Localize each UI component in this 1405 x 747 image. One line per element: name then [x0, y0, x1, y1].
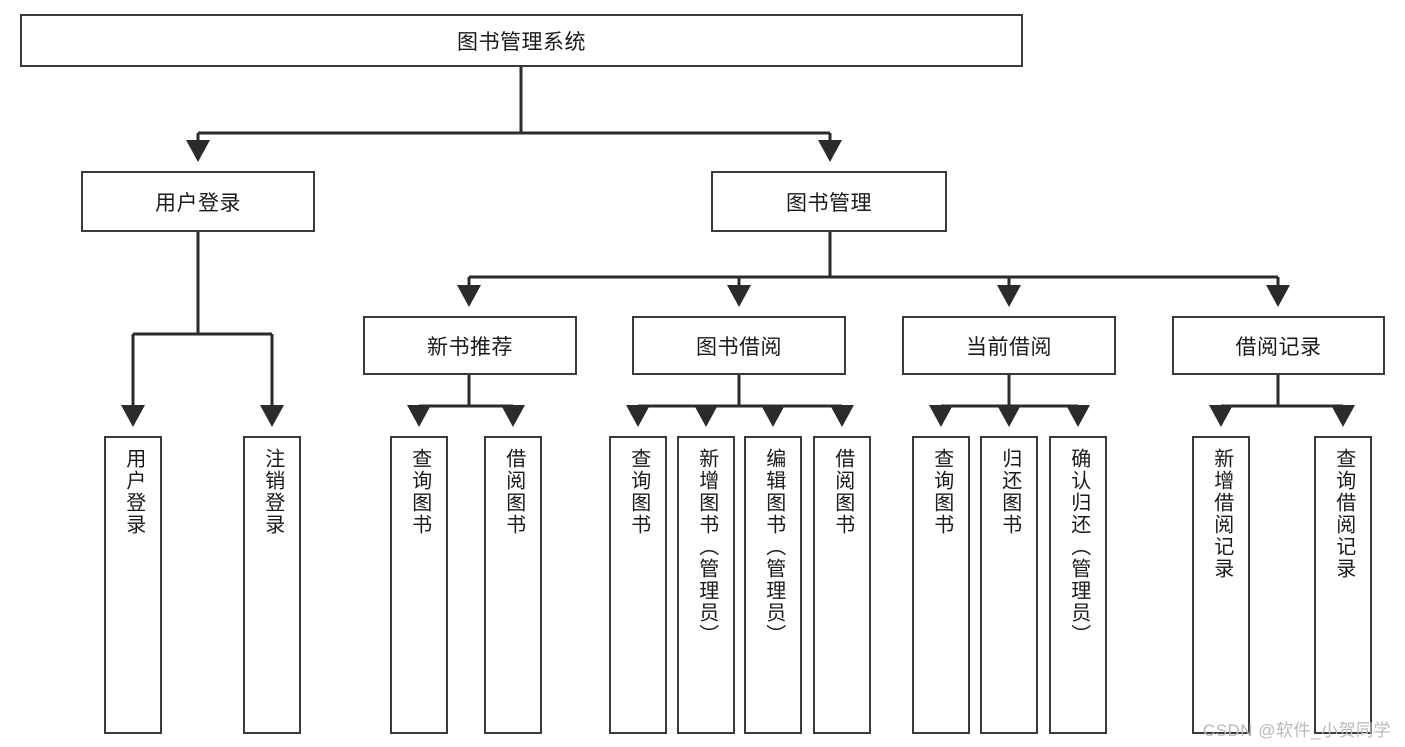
- node-label: 用户登录: [122, 448, 145, 536]
- watermark-text: CSDN @软件_小贺同学: [1202, 721, 1391, 740]
- node-label: 借阅图书: [502, 448, 525, 536]
- node-label: 新增图书（管理员）: [695, 448, 718, 646]
- node-borrow-record[interactable]: 借阅记录: [1172, 316, 1385, 375]
- node-label: 新书推荐: [427, 335, 513, 359]
- node-label: 查询借阅记录: [1332, 448, 1355, 580]
- node-label: 借阅图书: [831, 448, 854, 536]
- node-label: 查询图书: [627, 448, 650, 536]
- node-user-login[interactable]: 用户登录: [81, 171, 315, 232]
- node-label: 查询图书: [930, 448, 953, 536]
- node-label: 图书借阅: [696, 335, 782, 359]
- node-label: 图书管理: [786, 191, 872, 215]
- node-label: 确认归还（管理员）: [1067, 448, 1090, 646]
- leaf-new-book-query[interactable]: 查询图书: [390, 436, 448, 734]
- leaf-current-borrow-query[interactable]: 查询图书: [912, 436, 970, 734]
- leaf-current-borrow-confirm-return[interactable]: 确认归还（管理员）: [1049, 436, 1107, 734]
- node-label: 新增借阅记录: [1210, 448, 1233, 580]
- node-label: 当前借阅: [966, 335, 1052, 359]
- node-book-borrow[interactable]: 图书借阅: [632, 316, 846, 375]
- node-label: 注销登录: [261, 448, 284, 536]
- node-current-borrow[interactable]: 当前借阅: [902, 316, 1116, 375]
- leaf-book-borrow-edit[interactable]: 编辑图书（管理员）: [744, 436, 802, 734]
- node-book-management[interactable]: 图书管理: [711, 171, 947, 232]
- leaf-borrow-record-query[interactable]: 查询借阅记录: [1314, 436, 1372, 734]
- node-root-system[interactable]: 图书管理系统: [20, 14, 1023, 67]
- leaf-new-book-borrow[interactable]: 借阅图书: [484, 436, 542, 734]
- node-label: 用户登录: [155, 191, 241, 215]
- leaf-borrow-record-add[interactable]: 新增借阅记录: [1192, 436, 1250, 734]
- node-label: 编辑图书（管理员）: [762, 448, 785, 646]
- node-label: 查询图书: [408, 448, 431, 536]
- leaf-user-login-logout[interactable]: 注销登录: [243, 436, 301, 734]
- leaf-current-borrow-return[interactable]: 归还图书: [980, 436, 1038, 734]
- leaf-book-borrow-add[interactable]: 新增图书（管理员）: [677, 436, 735, 734]
- node-new-book-recommend[interactable]: 新书推荐: [363, 316, 577, 375]
- leaf-book-borrow-borrow[interactable]: 借阅图书: [813, 436, 871, 734]
- node-label: 借阅记录: [1235, 335, 1322, 359]
- node-label: 图书管理系统: [457, 30, 586, 54]
- leaf-book-borrow-query[interactable]: 查询图书: [609, 436, 667, 734]
- node-label: 归还图书: [998, 448, 1021, 536]
- leaf-user-login-login[interactable]: 用户登录: [104, 436, 162, 734]
